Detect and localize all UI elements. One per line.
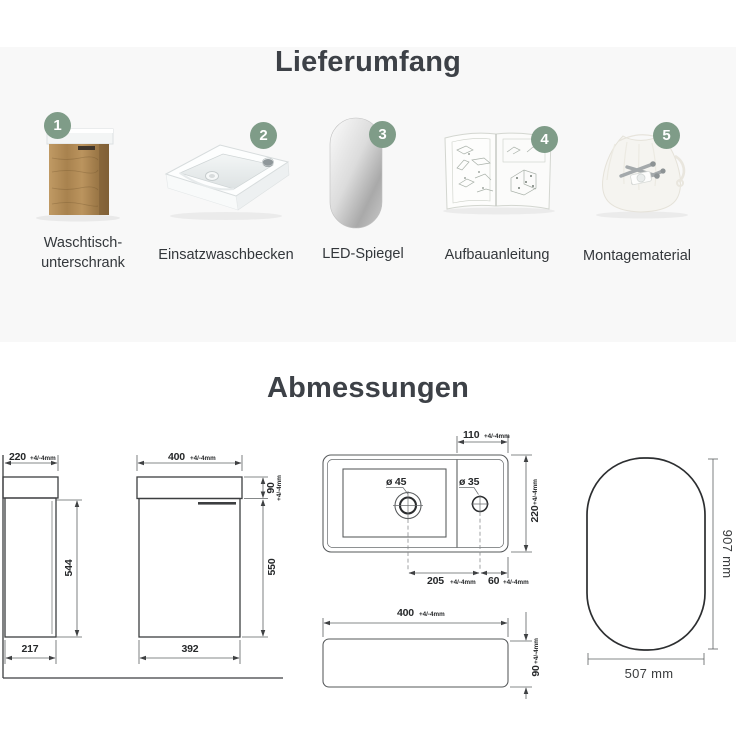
dimension-drawings: 220 +4/-4mm 544 217 400 +4/-4mm — [2, 429, 735, 699]
item-number-badge: 3 — [369, 121, 396, 148]
dim-basin-right-section: 110 — [463, 429, 480, 441]
dim-mirror-width: 507 mm — [625, 666, 674, 681]
item-label: LED-Spiegel — [322, 246, 404, 262]
delivery-item-cabinet: 1 — [28, 112, 138, 271]
delivery-item-mounting: 5 — [567, 112, 707, 264]
delivery-section-title: Lieferumfang — [274, 46, 462, 78]
dim-tolerance: +4/-4mm — [533, 638, 540, 664]
dim-mirror-height: 907 mm — [720, 530, 735, 579]
dim-basin-depth: 220 — [529, 505, 541, 522]
dim-tolerance: +4/-4mm — [419, 611, 445, 618]
basin-top-view-drawing: ø 45 ø 35 110 +4/-4mm 220 +4/-4mm 205 +4… — [322, 429, 541, 587]
delivery-item-mirror: 3 LED-Spiegel — [303, 112, 423, 262]
dim-tolerance: +4/-4mm — [276, 475, 283, 501]
dim-cabinet-side-depth: 217 — [22, 643, 39, 655]
dim-cabinet-side-width: 220 — [9, 451, 26, 463]
dim-tolerance: +4/-4mm — [503, 579, 529, 586]
dim-cabinet-front-inner-width: 392 — [182, 643, 199, 655]
item-number-badge: 5 — [653, 122, 680, 149]
dim-basin-drain-to-tap: 205 — [427, 575, 444, 587]
cabinet-side-view-drawing: 220 +4/-4mm 544 217 — [2, 451, 283, 679]
dim-tolerance: +4/-4mm — [450, 579, 476, 586]
washbasin-image — [156, 112, 296, 234]
item-label: Waschtisch- unterschrank — [41, 235, 125, 271]
dim-tolerance: +4/-4mm — [532, 479, 539, 505]
item-label: Aufbauanleitung — [444, 247, 550, 263]
cabinet-front-view-drawing: 400 +4/-4mm 90 +4/-4mm 550 392 — [136, 451, 283, 664]
basin-side-view-drawing: 400 +4/-4mm 90 +4/-4mm — [322, 607, 542, 699]
dim-cabinet-front-top-height: 90 — [265, 482, 277, 494]
dimensions-section-title: Abmessungen — [266, 372, 469, 404]
item-number-badge: 4 — [531, 126, 558, 153]
mounting-bag-image — [567, 112, 707, 234]
item-label: Einsatzwaschbecken — [158, 247, 294, 263]
dim-basin-drain-diameter: ø 45 — [386, 476, 407, 488]
dim-tolerance: +4/-4mm — [484, 433, 510, 440]
dim-tolerance: +4/-4mm — [190, 455, 216, 462]
instructions-booklet-image — [427, 112, 567, 234]
item-label: Montagematerial — [583, 248, 691, 264]
item-number-badge: 2 — [250, 122, 277, 149]
dim-cabinet-front-body-height: 550 — [266, 558, 278, 575]
dim-basin-tap-to-edge: 60 — [488, 575, 500, 587]
dim-cabinet-front-width: 400 — [168, 451, 185, 463]
item-number-badge: 1 — [44, 112, 71, 139]
delivery-item-instructions: 4 — [427, 112, 567, 263]
dim-basin-tap-diameter: ø 35 — [459, 476, 480, 488]
dim-cabinet-side-height: 544 — [63, 559, 75, 576]
dim-basin-side-height: 90 — [530, 665, 542, 677]
dim-basin-side-width: 400 — [397, 607, 414, 619]
dim-tolerance: +4/-4mm — [30, 455, 56, 462]
led-mirror-image — [303, 112, 423, 234]
delivery-item-washbasin: 2 Einsatzwaschbecken — [156, 112, 296, 263]
mirror-drawing: 907 mm 507 mm — [586, 457, 735, 681]
